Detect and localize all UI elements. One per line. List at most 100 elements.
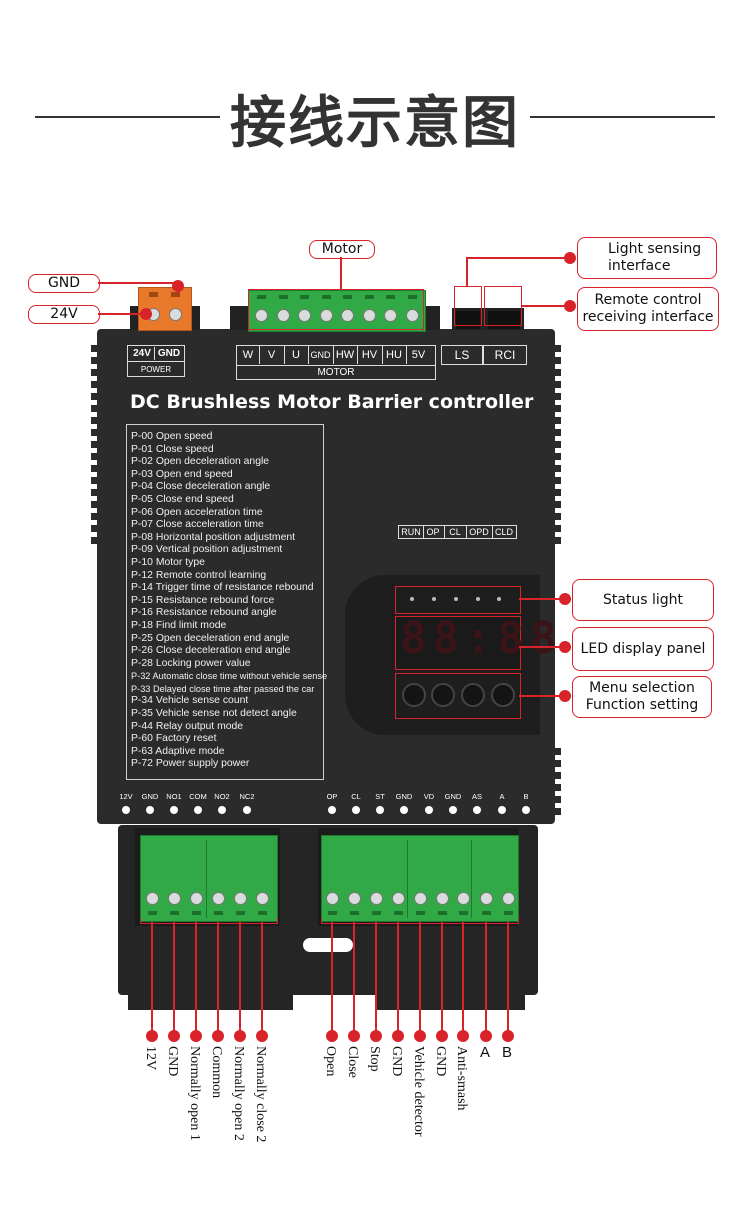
terminal-screw — [502, 892, 515, 905]
terminal-dot — [498, 806, 506, 814]
terminal-divider — [407, 840, 408, 918]
terminal-label: NO2 — [214, 792, 230, 801]
status-led — [476, 597, 480, 601]
rci-port — [488, 311, 520, 329]
callout-gnd: GND — [28, 274, 100, 293]
parameter-item: P-34 Vehicle sense count — [131, 695, 249, 707]
menu-button-3[interactable] — [461, 683, 485, 707]
motor-pin-label: V — [260, 346, 285, 364]
fin-left — [91, 453, 99, 460]
fin-left — [91, 357, 99, 364]
wire-line — [375, 922, 377, 1032]
wire-line — [441, 922, 443, 1032]
motor-terminal-screw — [405, 309, 419, 322]
terminal-screw — [348, 892, 361, 905]
motor-pin-label: W — [237, 346, 260, 364]
parameter-item: P-08 Horizontal position adjustment — [131, 531, 296, 543]
parameter-item: P-05 Close end speed — [131, 493, 234, 505]
fin-left — [91, 417, 99, 424]
motor-terminal-slot — [386, 295, 395, 299]
motor-terminal-slot — [300, 295, 309, 299]
fin-left — [91, 513, 99, 520]
wire-line — [261, 922, 263, 1032]
fin-right — [553, 465, 561, 472]
fin-left — [91, 489, 99, 496]
wire-dot — [256, 1030, 268, 1042]
wire-label: Anti-smash — [454, 1046, 469, 1111]
terminal-label: ST — [375, 792, 385, 801]
terminal-slot — [372, 911, 381, 915]
terminal-screw — [414, 892, 427, 905]
parameter-item: P-10 Motor type — [131, 556, 205, 568]
menu-button-2[interactable] — [431, 683, 455, 707]
motor-caption: MOTOR — [237, 365, 435, 379]
callout-remote-control-line — [521, 305, 567, 307]
callout-light-sensing-line-h — [466, 257, 568, 259]
motor-terminal-slot — [343, 295, 352, 299]
terminal-label: GND — [444, 792, 462, 801]
motor-terminal-screw — [298, 309, 311, 322]
motor-terminal-slot — [278, 295, 288, 299]
wire-label: GND — [389, 1046, 404, 1077]
wire-label: GND — [433, 1046, 448, 1077]
callout-menu-selection-dot — [559, 690, 571, 702]
status-led — [432, 597, 436, 601]
terminal-slot — [236, 911, 245, 915]
parameter-item: P-35 Vehicle sense not detect angle — [131, 708, 297, 720]
terminal-label: COM — [189, 792, 207, 801]
terminal-dot — [522, 806, 530, 814]
terminal-slot — [416, 911, 425, 915]
terminal-dot — [400, 806, 408, 814]
fin-left — [91, 441, 99, 448]
fin-right — [553, 345, 561, 352]
motor-terminal-screw — [384, 309, 397, 322]
status-label: CLD — [492, 525, 517, 539]
fin-right — [553, 513, 561, 520]
power-label-24v: 24V — [130, 347, 155, 360]
terminal-screw — [480, 892, 493, 905]
menu-button-4[interactable] — [491, 683, 515, 707]
motor-terminal-slot — [407, 295, 417, 299]
callout-24v-line — [98, 313, 146, 315]
ls-label: LS — [441, 345, 483, 365]
parameter-item: P-33 Delayed close time after passed the… — [131, 683, 315, 694]
parameter-item: P-72 Power supply power — [131, 758, 250, 770]
terminal-screw — [256, 892, 269, 905]
parameter-item: P-09 Vertical position adjustment — [131, 544, 283, 556]
mount-foot-right — [375, 980, 525, 1010]
callout-status-light-dot — [559, 593, 571, 605]
callout-remote-control-dot — [564, 300, 576, 312]
wire-label: Close — [345, 1046, 360, 1078]
terminal-label: 12V — [119, 792, 133, 801]
parameter-item: P-25 Open deceleration end angle — [131, 632, 290, 644]
fin-left — [91, 381, 99, 388]
ls-port-outline — [454, 286, 482, 326]
terminal-slot — [394, 911, 403, 915]
wire-dot — [502, 1030, 514, 1042]
power-label-box: 24V GND POWER — [127, 345, 185, 377]
terminal-slot — [459, 911, 468, 915]
motor-pin-label: HV — [358, 346, 383, 364]
callout-gnd-line-h — [98, 282, 178, 284]
wire-dot — [146, 1030, 158, 1042]
left-terminal-outline — [140, 918, 278, 924]
wire-dot — [436, 1030, 448, 1042]
fin-left — [91, 345, 99, 352]
terminal-dot — [328, 806, 336, 814]
motor-terminal-screw — [362, 309, 376, 322]
rci-label: RCI — [483, 345, 527, 365]
menu-button-1[interactable] — [402, 683, 426, 707]
status-led — [454, 597, 458, 601]
fin-right — [553, 784, 561, 791]
fin-right — [553, 537, 561, 544]
wire-dot — [348, 1030, 360, 1042]
parameter-item: P-63 Adaptive mode — [131, 745, 225, 757]
callout-led-display-line — [519, 646, 561, 648]
fin-right — [553, 357, 561, 364]
motor-terminal-screw — [319, 309, 333, 322]
mount-foot-left — [128, 980, 293, 1010]
callout-gnd-dot — [172, 280, 184, 292]
fin-right — [553, 748, 561, 755]
